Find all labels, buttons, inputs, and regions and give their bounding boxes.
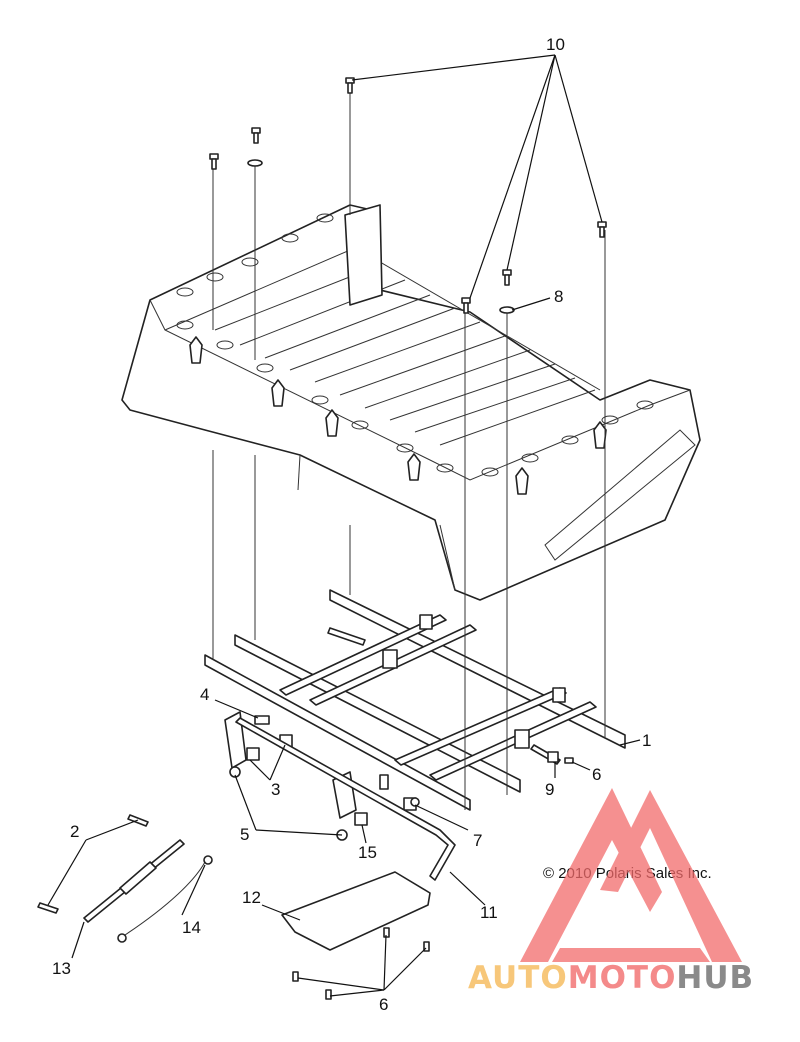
watermark-triangle-icon xyxy=(520,788,662,962)
callout-4: 4 xyxy=(200,685,209,704)
callout-11: 12 xyxy=(242,888,261,907)
watermark-part1: AUTO xyxy=(468,960,568,996)
watermark-part2: MOTO xyxy=(568,960,677,996)
callout-9: 11 xyxy=(480,903,498,922)
callout-6-right: 6 xyxy=(592,765,601,784)
callout-1: 1 xyxy=(642,731,651,750)
callout-2: 2 xyxy=(70,822,79,841)
callout-12: 10 xyxy=(546,35,565,54)
callout-3: 3 xyxy=(271,780,280,799)
watermark-part3: HUB xyxy=(676,960,754,996)
fasteners xyxy=(37,77,607,1000)
cargo-box xyxy=(121,204,701,601)
callouts: 10 8 1 6 9 4 3 5 15 7 11 12 2 13 14 6 xyxy=(52,35,651,1014)
callout-15: 15 xyxy=(358,843,377,862)
leader-lines xyxy=(47,54,641,997)
callout-14: 14 xyxy=(182,918,201,937)
frame-assembly xyxy=(204,589,626,811)
callout-5: 5 xyxy=(240,825,249,844)
callout-7: 7 xyxy=(473,831,482,850)
watermark-logo xyxy=(520,788,742,962)
callout-10: 9 xyxy=(545,780,554,799)
watermark-text: AUTOMOTOHUB xyxy=(468,960,754,996)
callout-6-bottom: 6 xyxy=(379,995,388,1014)
callout-8: 8 xyxy=(554,287,563,306)
callout-13: 13 xyxy=(52,959,71,978)
